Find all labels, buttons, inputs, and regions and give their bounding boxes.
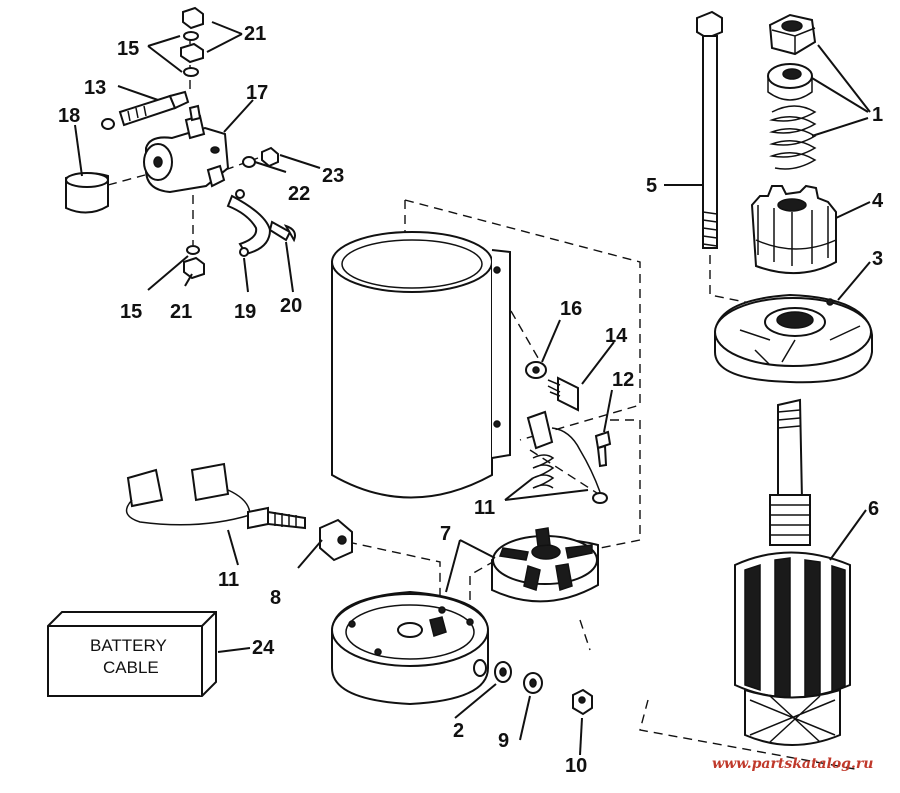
frame-hardware xyxy=(525,361,612,468)
armature xyxy=(734,398,851,746)
callout-20: 20 xyxy=(280,295,302,317)
callout-6: 6 xyxy=(868,498,879,520)
callout-11b: 11 xyxy=(218,569,239,591)
watermark-text: www.partskatalog.ru xyxy=(712,756,873,772)
terminal-insulator xyxy=(319,518,353,562)
callout-7: 7 xyxy=(440,523,451,545)
solenoid-assembly xyxy=(65,6,296,280)
callout-2: 2 xyxy=(453,720,464,742)
callout-5: 5 xyxy=(646,175,657,197)
battery-cable-box: BATTERY CABLE xyxy=(47,611,217,697)
callout-10: 10 xyxy=(565,755,587,777)
callout-8: 8 xyxy=(270,587,281,609)
pinion-nut-spacer-spring xyxy=(767,13,817,170)
pinion-drive-gear xyxy=(750,184,837,275)
callout-13: 13 xyxy=(84,77,106,99)
callout-14: 14 xyxy=(605,325,628,347)
assembly-dashed-lines xyxy=(107,35,861,771)
callout-12: 12 xyxy=(612,369,634,391)
motor-frame xyxy=(331,231,511,499)
brush-plate xyxy=(491,527,599,603)
through-bolt xyxy=(696,10,723,249)
commutator-end-cap xyxy=(331,590,489,706)
callout-19: 19 xyxy=(234,301,256,323)
callout-15a: 15 xyxy=(117,38,139,60)
callout-23: 23 xyxy=(322,165,344,187)
callout-numbers: 1 4 3 5 6 7 8 11 11 2 9 10 12 14 16 24 2… xyxy=(58,23,884,777)
brush-and-spring-set xyxy=(125,410,608,530)
callout-21a: 21 xyxy=(244,23,266,45)
battery-cable-label-line2: CABLE xyxy=(103,658,159,677)
callout-21b: 21 xyxy=(170,301,192,323)
callout-4: 4 xyxy=(872,190,884,212)
battery-cable-label-line1: BATTERY xyxy=(90,636,167,655)
terminal-hardware xyxy=(494,661,593,716)
callout-24: 24 xyxy=(252,637,275,659)
callout-15b: 15 xyxy=(120,301,142,323)
callout-9: 9 xyxy=(498,730,509,752)
callout-11a: 11 xyxy=(474,497,495,519)
drive-end-cap xyxy=(714,293,873,384)
callout-22: 22 xyxy=(288,183,310,205)
callout-16: 16 xyxy=(560,298,582,320)
callout-1: 1 xyxy=(872,104,883,126)
callout-17: 17 xyxy=(246,82,268,104)
callout-18: 18 xyxy=(58,105,80,127)
callout-leader-lines xyxy=(74,21,871,756)
callout-3: 3 xyxy=(872,248,883,270)
